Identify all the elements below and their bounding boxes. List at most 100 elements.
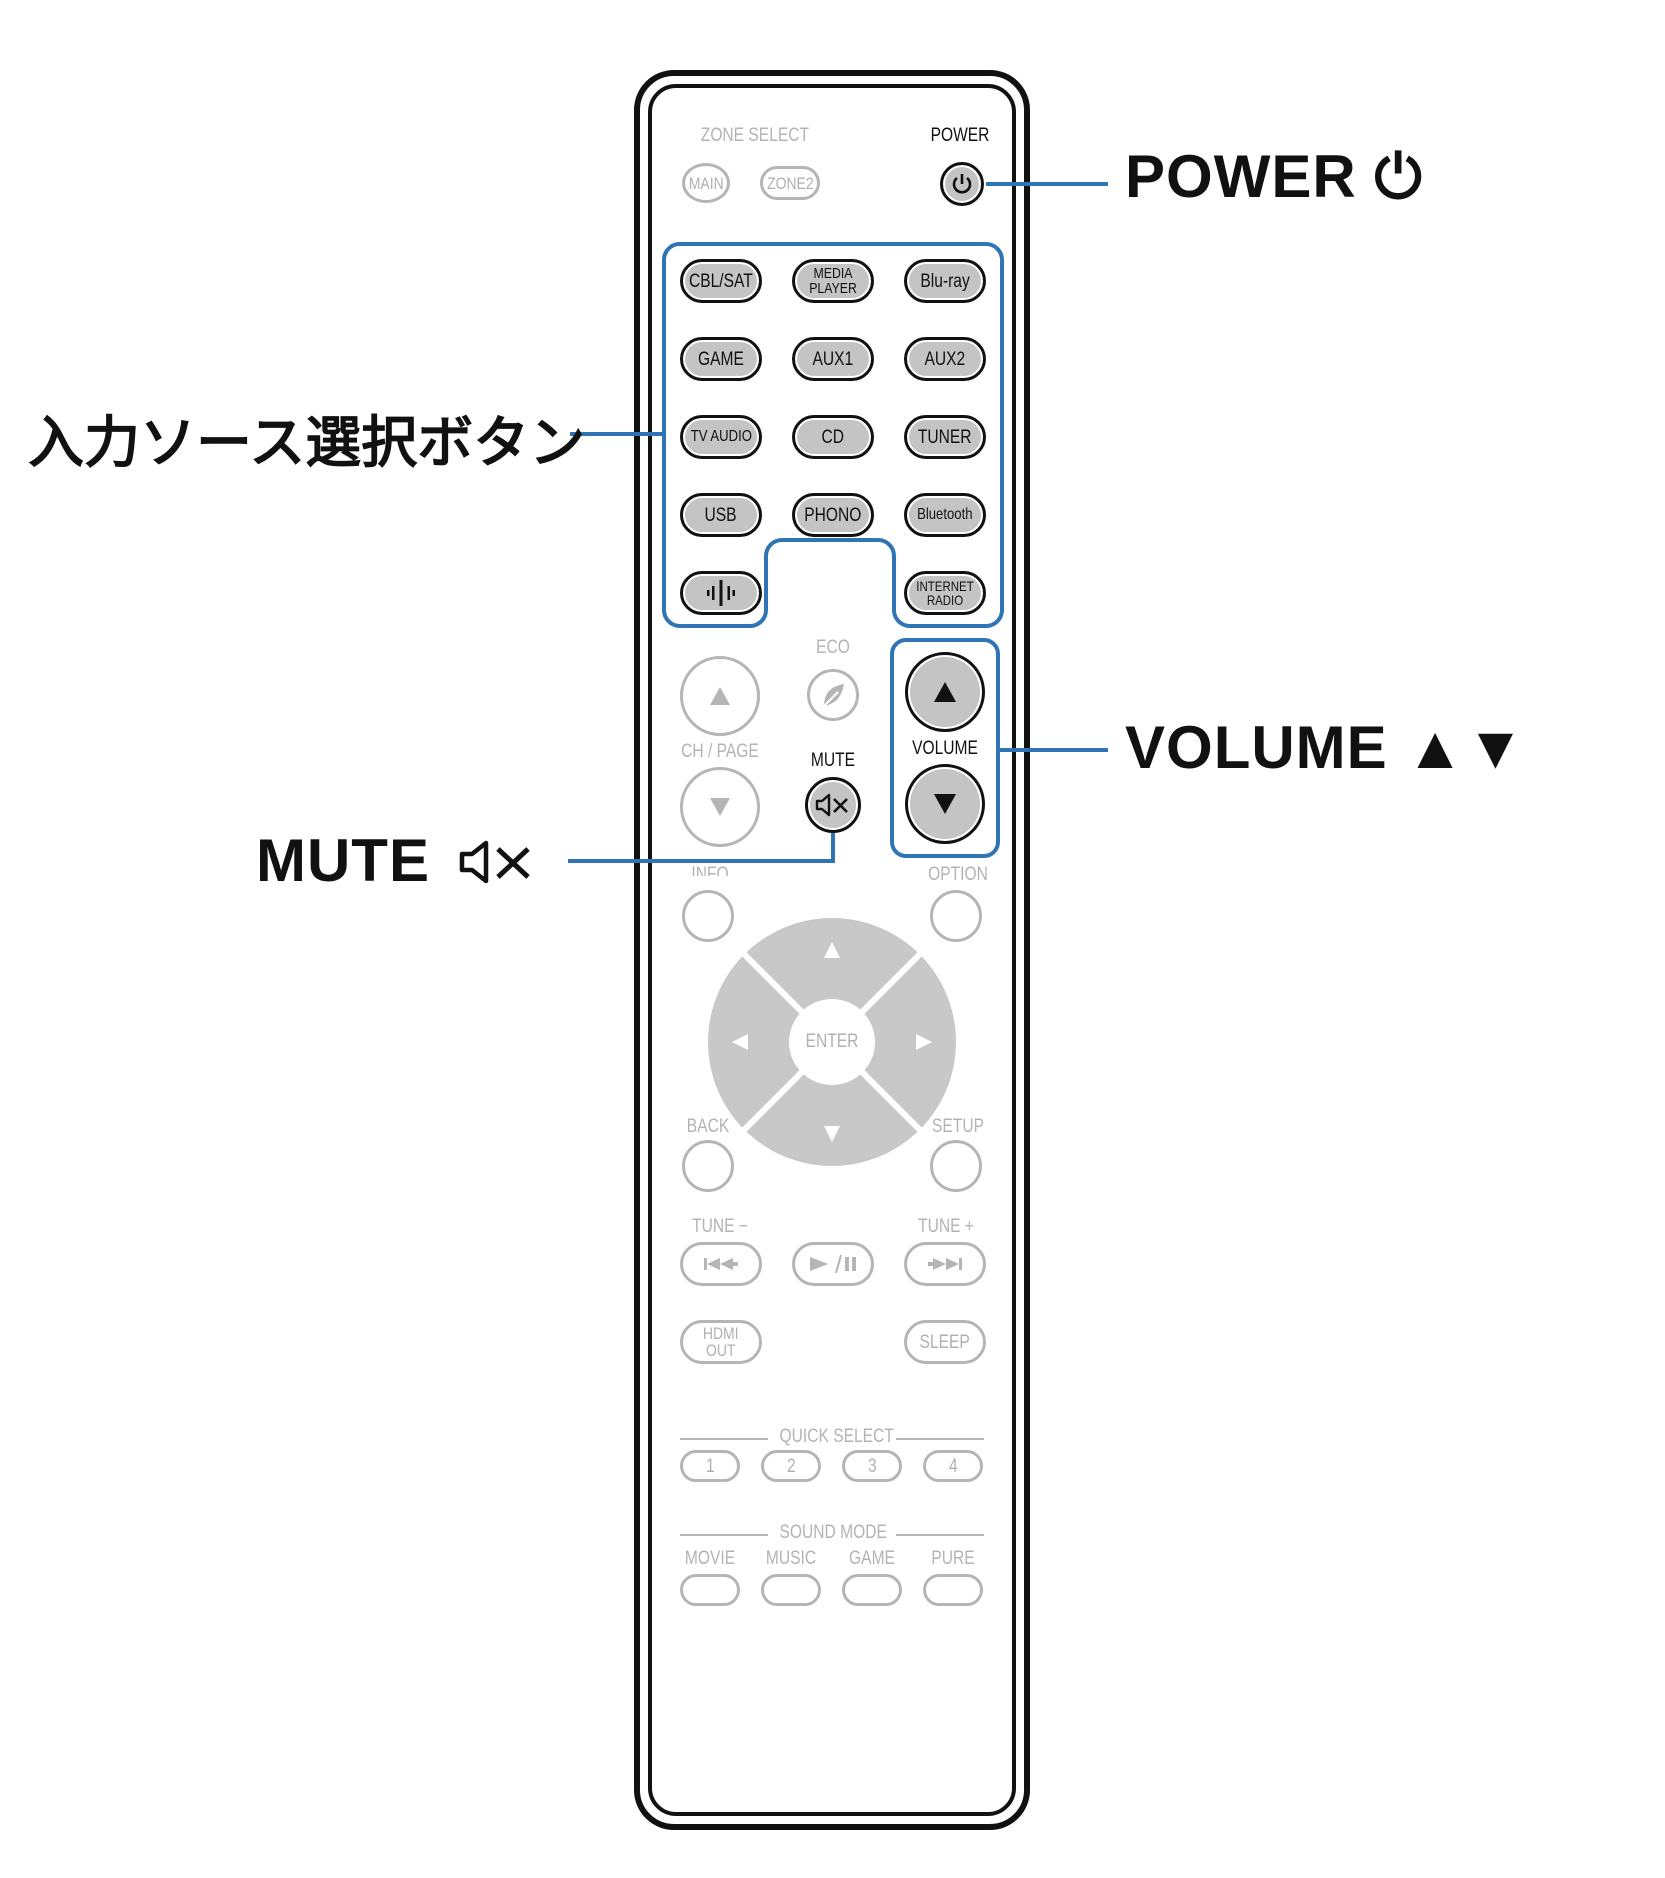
power-label: POWER xyxy=(930,125,990,146)
source-label: AUX2 xyxy=(924,348,966,370)
quick-select-divider-right xyxy=(896,1438,984,1440)
input-source-highlight xyxy=(661,242,1004,628)
play-pause-icon xyxy=(810,1254,856,1274)
mute-callout-text: MUTE xyxy=(256,827,430,894)
source-button-aux2[interactable]: AUX2 xyxy=(904,337,986,381)
power-callout: POWER ⏻ xyxy=(1125,143,1423,210)
sound-mode-game-button[interactable] xyxy=(842,1574,902,1606)
zone-select-label: ZONE SELECT xyxy=(700,125,810,146)
hdmi-out-label: HDMI OUT xyxy=(703,1324,739,1360)
hdmi-out-button[interactable]: HDMI OUT xyxy=(680,1320,762,1364)
sleep-label: SLEEP xyxy=(919,1331,971,1353)
ch-page-label: CH / PAGE xyxy=(681,741,759,762)
input-source-leader-line xyxy=(570,432,662,436)
info-label: INFO xyxy=(691,864,729,876)
volume-up-button[interactable] xyxy=(905,652,985,732)
power-icon xyxy=(952,174,972,194)
back-button[interactable] xyxy=(682,1140,734,1192)
setup-button[interactable] xyxy=(930,1140,982,1192)
mute-icon xyxy=(815,793,848,817)
arrow-down-icon xyxy=(824,1126,840,1142)
source-label: Bluetooth xyxy=(917,506,973,523)
sound-mode-movie-button[interactable] xyxy=(680,1574,740,1606)
source-label: GAME xyxy=(698,348,744,370)
source-button-usb[interactable]: USB xyxy=(680,493,762,537)
quick-select-button-2[interactable]: 2 xyxy=(761,1450,821,1482)
directional-pad[interactable] xyxy=(706,916,958,1168)
previous-button[interactable] xyxy=(680,1242,762,1286)
source-label: CD xyxy=(821,426,845,448)
enter-label[interactable]: ENTER xyxy=(805,1031,859,1052)
source-label: USB xyxy=(704,504,738,526)
source-label: PHONO xyxy=(804,504,862,526)
tune-minus-label: TUNE − xyxy=(692,1216,748,1237)
source-button-tv-audio[interactable]: TV AUDIO xyxy=(680,415,762,459)
source-button-blu-ray[interactable]: Blu-ray xyxy=(904,259,986,303)
source-label: AUX1 xyxy=(812,348,854,370)
source-label: INTERNET RADIO xyxy=(916,578,974,608)
info-button[interactable] xyxy=(682,890,734,942)
source-button-tuner[interactable]: TUNER xyxy=(904,415,986,459)
next-button[interactable] xyxy=(904,1242,986,1286)
ch-page-up-button[interactable] xyxy=(680,656,760,736)
source-button-internet-radio[interactable]: INTERNET RADIO xyxy=(904,571,986,615)
volume-label: VOLUME xyxy=(912,738,978,759)
source-button-media-player[interactable]: MEDIA PLAYER xyxy=(792,259,874,303)
play-pause-button[interactable] xyxy=(792,1242,874,1286)
quick-select-number: 1 xyxy=(705,1455,715,1477)
tune-plus-label: TUNE + xyxy=(918,1216,974,1237)
source-button-game[interactable]: GAME xyxy=(680,337,762,381)
quick-select-number: 4 xyxy=(948,1455,958,1477)
arrow-left-icon xyxy=(732,1034,748,1050)
heos-icon xyxy=(707,580,735,606)
mute-leader-line xyxy=(568,859,835,863)
quick-select-label: QUICK SELECT xyxy=(779,1426,894,1447)
source-button-cbl-sat[interactable]: CBL/SAT xyxy=(680,259,762,303)
zone-main-label: MAIN xyxy=(688,173,724,193)
sound-mode-pure-label: PURE xyxy=(931,1548,975,1569)
skip-next-icon xyxy=(928,1258,962,1270)
quick-select-button-3[interactable]: 3 xyxy=(842,1450,902,1482)
source-label: MEDIA PLAYER xyxy=(809,265,857,297)
source-label: TUNER xyxy=(918,426,972,448)
mute-leader-line-vertical xyxy=(831,833,835,863)
zone-main-button[interactable]: MAIN xyxy=(682,163,730,203)
mute-icon xyxy=(459,840,530,884)
source-button-aux1[interactable]: AUX1 xyxy=(792,337,874,381)
source-button-bluetooth[interactable]: Bluetooth xyxy=(904,493,986,537)
volume-down-button[interactable] xyxy=(905,764,985,844)
sound-mode-pure-button[interactable] xyxy=(923,1574,983,1606)
mute-callout: MUTE xyxy=(256,826,542,895)
volume-highlight xyxy=(890,638,1000,858)
leaf-icon xyxy=(823,684,844,707)
sound-mode-game-label: GAME xyxy=(849,1548,895,1569)
source-button-cd[interactable]: CD xyxy=(792,415,874,459)
setup-label: SETUP xyxy=(932,1116,984,1137)
sleep-button[interactable]: SLEEP xyxy=(904,1320,986,1364)
source-label: TV AUDIO xyxy=(690,428,752,445)
triangle-up-icon xyxy=(710,687,730,705)
source-button-phono[interactable]: PHONO xyxy=(792,493,874,537)
option-button[interactable] xyxy=(930,890,982,942)
sound-mode-label: SOUND MODE xyxy=(779,1522,887,1543)
ch-page-down-button[interactable] xyxy=(680,767,760,847)
option-label: OPTION xyxy=(928,864,988,885)
arrow-up-icon xyxy=(824,942,840,958)
triangle-up-icon xyxy=(934,682,956,702)
input-source-callout: 入力ソース選択ボタン xyxy=(28,411,586,476)
source-label: CBL/SAT xyxy=(689,270,753,292)
source-label: Blu-ray xyxy=(920,270,970,292)
sound-mode-music-button[interactable] xyxy=(761,1574,821,1606)
eco-button[interactable] xyxy=(807,669,859,721)
volume-leader-line xyxy=(1000,748,1108,752)
zone-2-label: ZONE2 xyxy=(766,173,814,193)
quick-select-button-4[interactable]: 4 xyxy=(923,1450,983,1482)
sound-mode-divider-left xyxy=(680,1534,768,1536)
power-button[interactable] xyxy=(940,162,984,206)
source-button-heos[interactable] xyxy=(680,571,762,615)
quick-select-button-1[interactable]: 1 xyxy=(680,1450,740,1482)
sound-mode-movie-label: MOVIE xyxy=(684,1548,736,1569)
zone-2-button[interactable]: ZONE2 xyxy=(760,166,820,200)
mute-button[interactable] xyxy=(805,777,861,833)
